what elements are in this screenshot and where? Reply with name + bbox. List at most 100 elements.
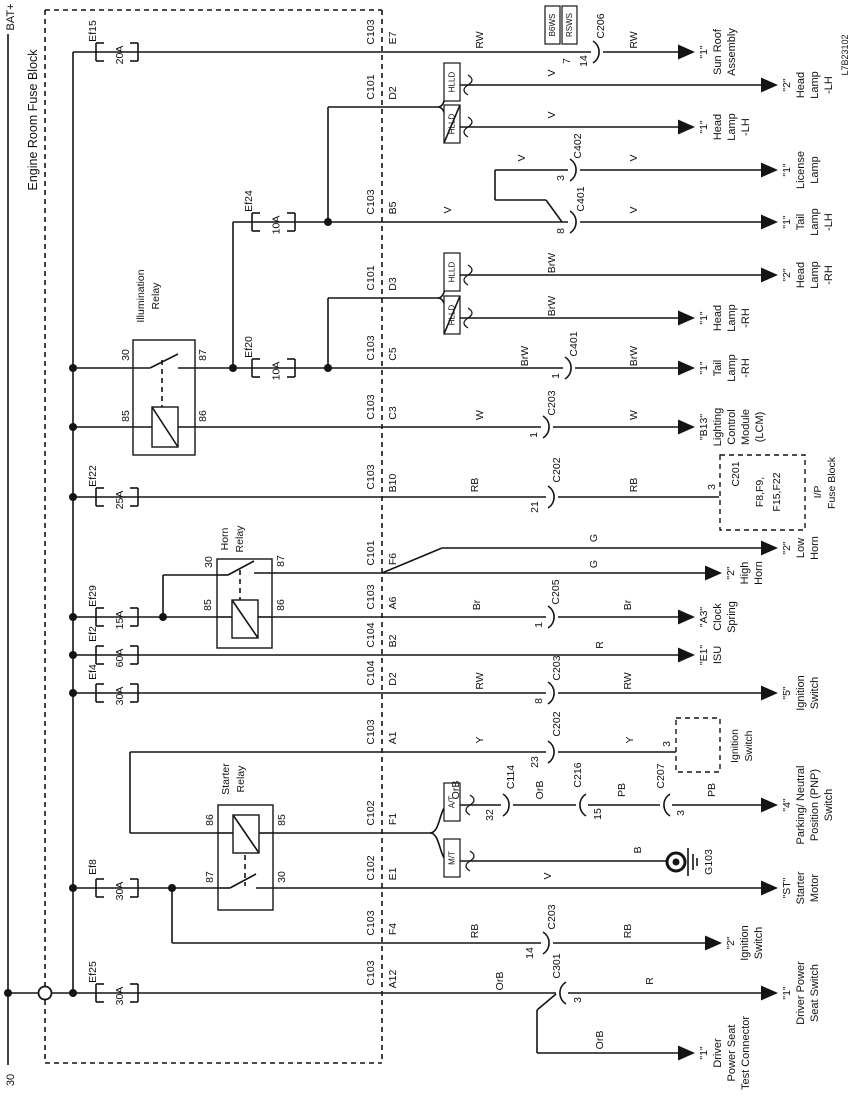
option-box <box>443 62 461 102</box>
relay-label: Relay <box>235 765 247 793</box>
destination-label: License <box>795 151 807 189</box>
junction-dot <box>69 884 77 892</box>
fuse-rating: 30A <box>114 987 126 1006</box>
destination-pin: "2" <box>725 566 737 580</box>
destination-label: Tail <box>795 214 807 231</box>
destination-label: High <box>739 562 751 585</box>
connector-arc <box>663 793 671 817</box>
junction-dot <box>4 989 12 997</box>
block-label: G103 <box>703 849 715 875</box>
wire-color-label: Y <box>624 736 636 743</box>
connector-arc <box>559 981 567 1005</box>
border-connector-name: C102 <box>365 800 377 825</box>
destination-arrow-icon <box>705 565 722 581</box>
junction-dot <box>159 613 167 621</box>
junction-dot <box>69 364 77 372</box>
fuse-rating: 15A <box>114 611 126 630</box>
connector-arc <box>592 40 600 64</box>
border-connector-name: C103 <box>365 584 377 609</box>
connector-arc <box>542 931 550 955</box>
wire-color-label: V <box>546 69 558 76</box>
option-box <box>544 5 561 45</box>
splice-wave <box>463 116 473 138</box>
connector-arc <box>569 158 577 182</box>
destination-label: Switch <box>823 789 835 821</box>
destination-label: Horn <box>753 561 765 585</box>
relay-label: 86 <box>197 410 209 422</box>
fuse-rating: 25A <box>114 491 126 510</box>
destination-label: Lamp <box>809 208 821 236</box>
destination-label: Head <box>795 262 807 288</box>
destination-label: Horn <box>809 536 821 560</box>
border-connector-pin: B10 <box>387 474 399 493</box>
fuse-name: Ef15 <box>87 20 99 42</box>
splice-wave <box>465 794 475 816</box>
destination-pin: "1" <box>781 163 793 177</box>
border-connector-pin: D2 <box>387 672 399 686</box>
destination-arrow-icon <box>705 935 722 951</box>
connector-label: C301 <box>551 953 563 978</box>
relay-box <box>132 339 196 456</box>
fuse-rating: 10A <box>271 216 283 235</box>
connector-label: C202 <box>551 711 563 736</box>
border-connector-pin: B2 <box>387 634 399 647</box>
border-connector-pin: F4 <box>387 923 399 935</box>
border-connector-name: C102 <box>365 855 377 880</box>
border-connector-name: C103 <box>365 394 377 419</box>
border-connector-name: C103 <box>365 719 377 744</box>
connector-pin: 32 <box>484 809 496 821</box>
destination-pin: "5" <box>781 686 793 700</box>
block-label: Switch <box>743 730 755 761</box>
connector-pin: 23 <box>529 756 541 768</box>
wire-color-label: BrW <box>519 346 531 367</box>
wire-color-label: V <box>628 154 640 161</box>
dashed-block <box>719 454 806 531</box>
destination-label: Module <box>740 409 752 445</box>
destination-pin: "4" <box>781 798 793 812</box>
destination-pin: "2" <box>781 541 793 555</box>
wire-color-label: RW <box>628 31 640 48</box>
wire <box>536 993 557 1011</box>
option-box-slash <box>443 104 461 144</box>
relay-label: 30 <box>120 349 132 361</box>
destination-pin: "B13" <box>698 414 710 440</box>
destination-pin: "E1" <box>698 645 710 666</box>
destination-label: Spring <box>726 601 738 633</box>
fuse-name: Ef8 <box>87 859 99 875</box>
option-box <box>443 782 461 822</box>
wire-color-label: R <box>644 977 656 985</box>
wire <box>381 547 443 574</box>
fuse-rating: 30A <box>114 687 126 706</box>
relay-label: 86 <box>204 814 216 826</box>
wire-color-label: R <box>594 641 606 649</box>
destination-arrow-icon <box>761 77 778 93</box>
destination-arrow-icon <box>761 797 778 813</box>
wire-color-label: RW <box>474 31 486 48</box>
border-connector-pin: E1 <box>387 867 399 880</box>
destination-label: Clock <box>712 603 724 631</box>
connector-arc <box>564 356 572 380</box>
relay-box <box>232 814 260 854</box>
border-connector-pin: F6 <box>387 553 399 565</box>
wire <box>151 406 179 448</box>
fuse-name: Ef4 <box>87 664 99 680</box>
relay-label: 86 <box>275 599 287 611</box>
ground-eyelet-icon <box>665 851 687 873</box>
border-connector-pin: D3 <box>387 277 399 291</box>
wire-color-label: Br <box>622 599 634 610</box>
connector-label: C203 <box>551 655 563 680</box>
border-connector-pin: F1 <box>387 813 399 825</box>
dashed-block <box>675 717 721 773</box>
destination-arrow-icon <box>761 540 778 556</box>
block-label: I/P <box>812 486 824 499</box>
connector-label: C216 <box>572 762 584 787</box>
wire-color-label: BrW <box>546 253 558 274</box>
destination-arrow-icon <box>678 310 695 326</box>
wire <box>232 814 260 854</box>
wire-color-label: Y <box>474 736 486 743</box>
fuse-name: Ef20 <box>243 336 255 358</box>
destination-label: Position (PNP) <box>809 769 821 841</box>
destination-arrow-icon <box>761 685 778 701</box>
wire-color-label: V <box>628 206 640 213</box>
